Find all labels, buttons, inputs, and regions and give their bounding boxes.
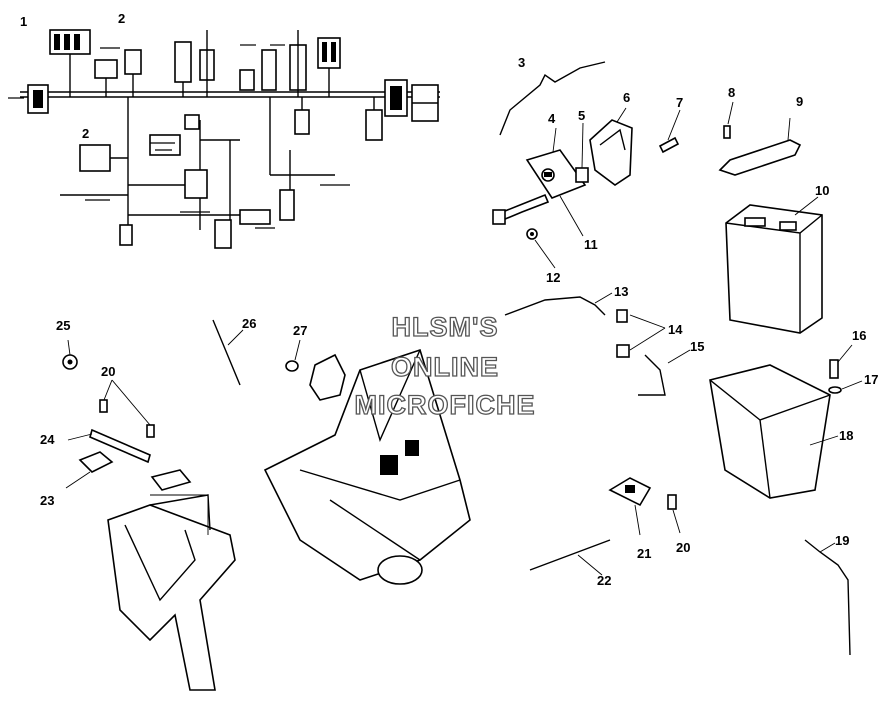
battery-assembly — [709, 101, 863, 499]
callout-16: 16 — [852, 328, 866, 343]
callout-10: 10 — [815, 183, 829, 198]
front-bumper-frame — [107, 494, 236, 691]
callout-23: 23 — [40, 493, 54, 508]
callout-25: 25 — [56, 318, 70, 333]
callout-20: 20 — [101, 364, 115, 379]
cables — [504, 292, 851, 656]
main-frame — [263, 348, 471, 585]
callout-20: 20 — [676, 540, 690, 555]
callout-22: 22 — [597, 573, 611, 588]
callout-3: 3 — [518, 55, 525, 70]
callout-14: 14 — [668, 322, 683, 337]
callout-2: 2 — [82, 126, 89, 141]
callout-26: 26 — [242, 316, 256, 331]
watermark-line-3: MICROFICHE — [355, 390, 536, 420]
wiring-harness-schematic — [8, 29, 440, 249]
callout-5: 5 — [578, 108, 585, 123]
callout-27: 27 — [293, 323, 307, 338]
callout-9: 9 — [796, 94, 803, 109]
callout-labels: 1 2 2 3 4 5 6 7 8 9 10 11 12 13 14 15 16… — [20, 11, 878, 588]
callout-8: 8 — [728, 85, 735, 100]
callout-2: 2 — [118, 11, 125, 26]
callout-24: 24 — [40, 432, 55, 447]
callout-7: 7 — [676, 95, 683, 110]
callout-6: 6 — [623, 90, 630, 105]
ignition-switch-assembly — [492, 61, 681, 269]
watermark-line-2: ONLINE — [391, 352, 499, 382]
callout-1: 1 — [20, 14, 27, 29]
callout-13: 13 — [614, 284, 628, 299]
callout-15: 15 — [690, 339, 704, 354]
callout-12: 12 — [546, 270, 560, 285]
watermark: HLSM'S ONLINE MICROFICHE — [354, 311, 536, 420]
callout-17: 17 — [864, 372, 878, 387]
callout-11: 11 — [584, 237, 598, 252]
callout-19: 19 — [835, 533, 849, 548]
watermark-line-1: HLSM'S — [392, 312, 499, 342]
small-parts — [62, 319, 681, 536]
callout-18: 18 — [839, 428, 853, 443]
callout-4: 4 — [548, 111, 556, 126]
callout-21: 21 — [637, 546, 651, 561]
